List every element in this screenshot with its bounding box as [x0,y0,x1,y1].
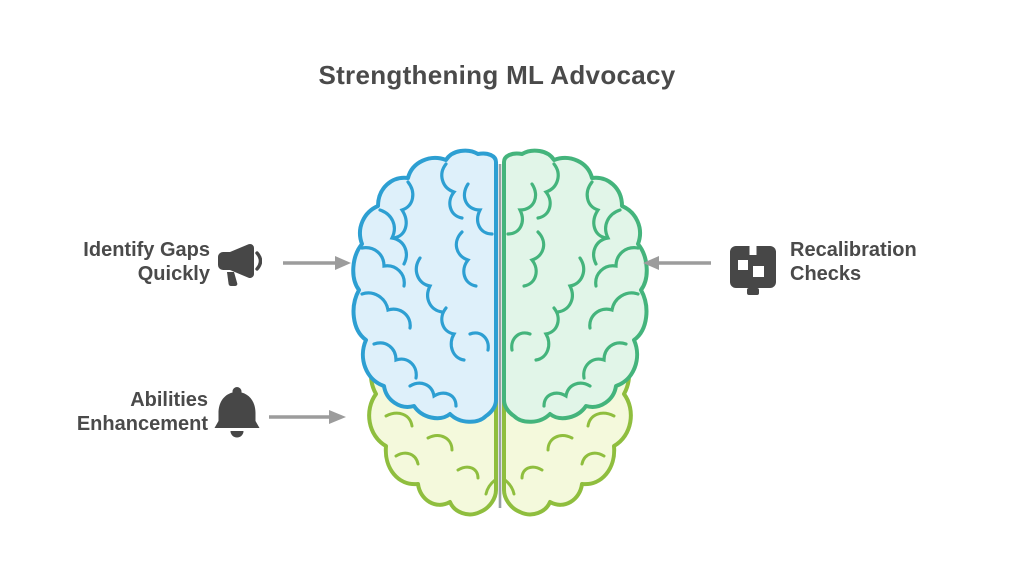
diagram-title: Strengthening ML Advocacy [318,60,676,90]
callout-bottom-line2: Enhancement [76,413,208,435]
arrow-left-callout [283,256,351,270]
grid-icon [730,246,776,295]
callout-left-line1: Identify Gaps [83,239,210,261]
megaphone-icon [218,244,262,286]
brain-right-half [502,148,649,517]
bell-icon [214,387,260,438]
arrow-bottom-callout [269,410,346,424]
callout-bottom-text: Abilities Enhancement [28,388,208,436]
brain-left-half [351,148,498,517]
callout-right-line2: Checks [790,263,862,285]
callout-right-text: Recalibration Checks [790,238,1000,286]
arrow-right-callout [643,256,711,270]
callout-left-text: Identify Gaps Quickly [30,238,210,286]
brain-top-view-illustration [351,148,649,517]
callout-bottom-line1: Abilities [130,389,208,411]
callout-right-line1: Recalibration [790,239,917,261]
callout-left-line2: Quickly [137,263,210,285]
